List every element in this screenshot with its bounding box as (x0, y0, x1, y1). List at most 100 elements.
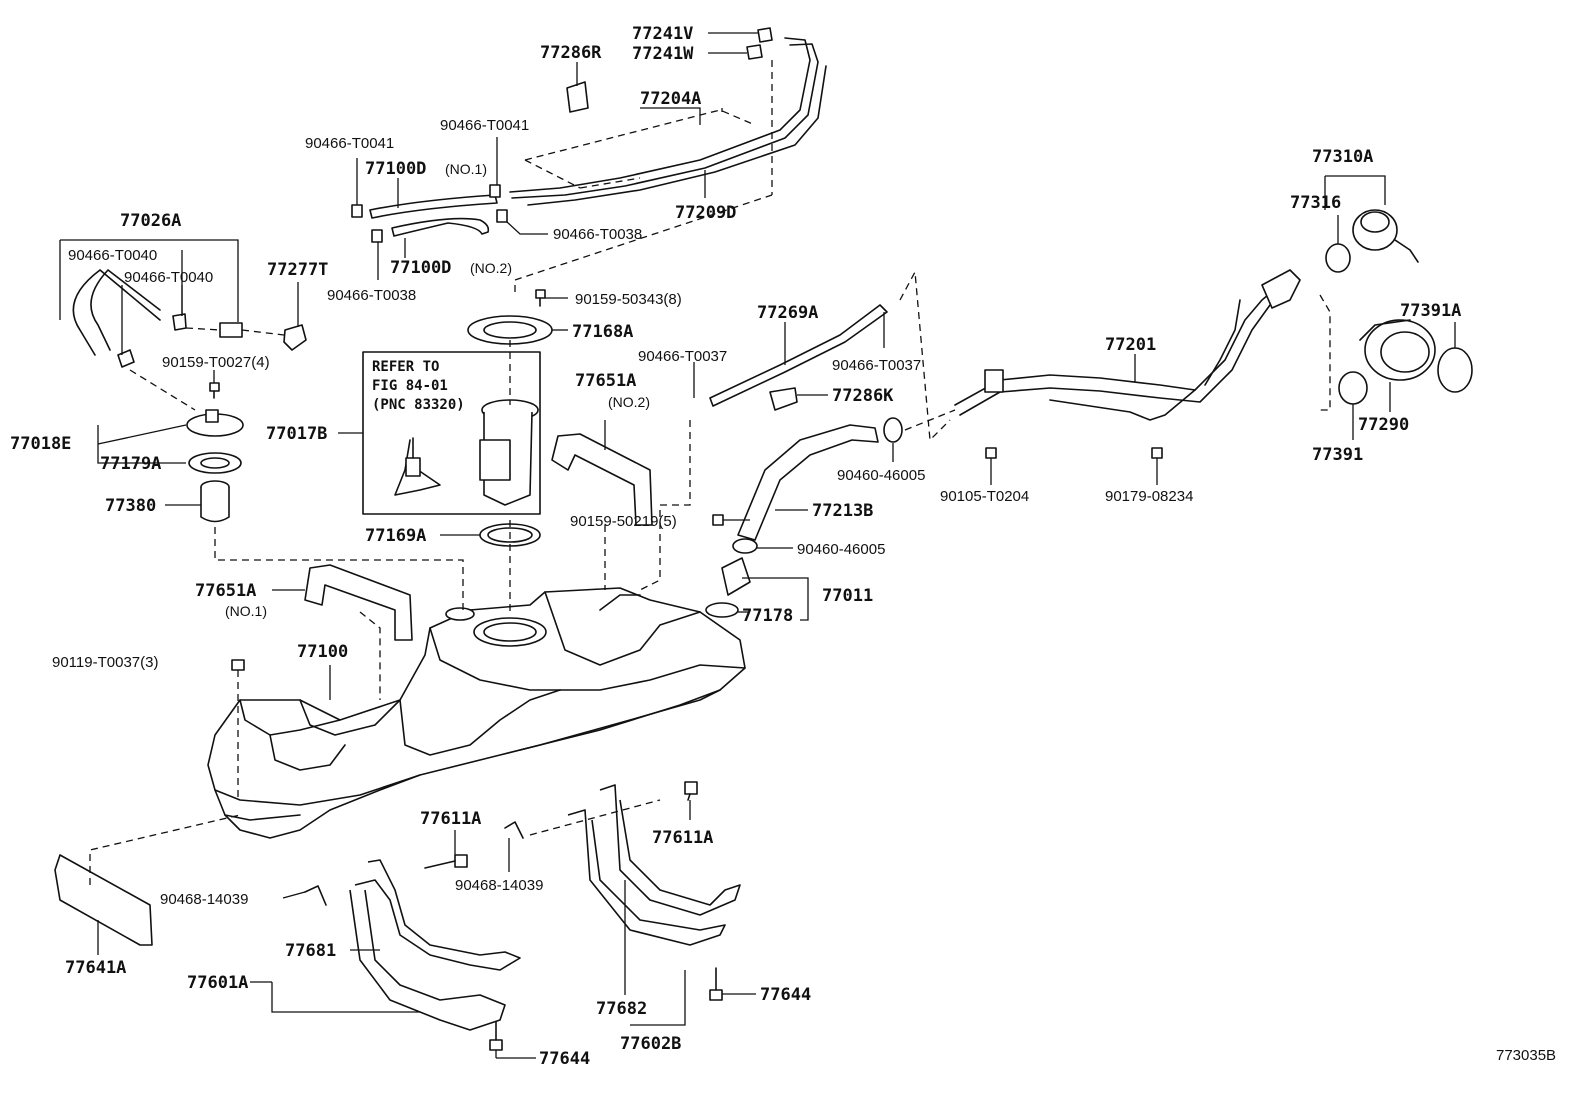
label-90466-t0038-a: 90466-T0038 (553, 226, 642, 243)
label-77644-a: 77644 (539, 1049, 590, 1069)
label-90460-46005-a: 90460-46005 (837, 467, 925, 484)
label-77682: 77682 (596, 999, 647, 1019)
label-77651a-no1: 77651A (195, 581, 256, 601)
hose-77213b (737, 424, 879, 541)
clamp-90466-t0041-a (351, 204, 363, 218)
fuel-filter-77380 (200, 480, 230, 523)
label-90466-t0040-a: 90466-T0040 (68, 247, 157, 264)
hose-77100d-no1 (369, 194, 498, 219)
dash-filler (904, 409, 956, 431)
label-77391a: 77391A (1400, 301, 1461, 321)
nut-90179-08234 (1151, 447, 1163, 459)
label-77169a: 77169A (365, 526, 426, 546)
fuel-cap-77310a (1352, 209, 1419, 263)
filler-opening-77290 (1359, 319, 1436, 381)
refer-line-3: (PNC 83320) (372, 397, 465, 413)
label-77641a: 77641A (65, 958, 126, 978)
clamp-90466-t0040-b (172, 313, 187, 331)
label-77391: 77391 (1312, 445, 1363, 465)
label-77100d-no2: 77100D (390, 258, 451, 278)
bolt-77644-b (709, 967, 723, 1001)
dash-tube-box (524, 109, 756, 189)
label-77011: 77011 (822, 586, 873, 606)
label-90105-t0204: 90105-T0204 (940, 488, 1029, 505)
dash-protector (89, 814, 241, 885)
label-90466-t0041-a: 90466-T0041 (305, 135, 394, 152)
hose-77026a (72, 269, 161, 356)
label-77681: 77681 (285, 941, 336, 961)
label-90466-t0038-b: 90466-T0038 (327, 287, 416, 304)
dash-valve (185, 327, 221, 331)
refer-line-2: FIG 84-01 (372, 378, 448, 394)
note-band-no2: (NO.2) (608, 394, 650, 410)
gasket-77316 (1325, 243, 1351, 273)
clip-77241v (757, 27, 773, 43)
note-hose-no2: (NO.2) (470, 260, 512, 276)
tank-band-77602b (567, 809, 726, 946)
label-77290: 77290 (1358, 415, 1409, 435)
bolt-90159-t0027 (209, 382, 220, 399)
bolt-77611a-b (684, 781, 698, 801)
label-77601a: 77601A (187, 973, 248, 993)
label-90466-t0037-a: 90466-T0037 (638, 348, 727, 365)
tank-band-77601a (349, 889, 506, 1031)
label-77611a-b: 77611A (652, 828, 713, 848)
ring-77391a (1437, 347, 1473, 393)
clamp-90466-t0041-b (489, 184, 501, 198)
bolt-77611a-a (424, 854, 468, 869)
label-77018e: 77018E (10, 434, 71, 454)
clip-77286k (769, 387, 798, 411)
label-77026a: 77026A (120, 211, 181, 231)
label-77100d-no1: 77100D (365, 159, 426, 179)
pipe-77011 (721, 557, 751, 596)
nut-90105-t0204 (985, 447, 997, 459)
filler-pipe-77201 (954, 269, 1301, 421)
check-valve (219, 322, 243, 338)
hose-77269a (709, 304, 888, 407)
label-77168a: 77168A (572, 322, 633, 342)
label-77269a: 77269A (757, 303, 818, 323)
clamp-90466-t0038-b (496, 209, 508, 223)
refer-line-1: REFER TO (372, 359, 439, 375)
dash-vent (514, 194, 773, 292)
dash-valve2 (241, 329, 285, 336)
ring-77391 (1338, 371, 1368, 405)
fuel-pump-assembly (394, 399, 539, 506)
note-band-no1: (NO.1) (225, 603, 267, 619)
dash-bolt-b (529, 799, 661, 836)
valve-77277t (283, 324, 307, 351)
label-77204a: 77204A (640, 89, 701, 109)
hose-77100d-no2 (391, 217, 490, 237)
bolt-90159-50219 (712, 514, 724, 526)
label-90159-50219: 90159-50219(5) (570, 513, 677, 530)
tank-band-no1 (304, 564, 413, 641)
label-77380: 77380 (105, 496, 156, 516)
tank-band-no2 (551, 433, 653, 526)
label-77286r: 77286R (540, 43, 602, 63)
label-77209d: 77209D (675, 203, 736, 223)
label-90468-14039-b: 90468-14039 (455, 877, 543, 894)
bolt-77644-a (489, 1021, 503, 1051)
diagram-id: 773035B (1496, 1047, 1556, 1064)
clamp-90460-46005-b (732, 538, 758, 554)
label-77286k: 77286K (832, 386, 894, 406)
label-77178: 77178 (742, 606, 793, 626)
protector-77641a (54, 854, 153, 946)
note-hose-no1: (NO.1) (445, 161, 487, 177)
label-77316: 77316 (1290, 193, 1341, 213)
label-77241w: 77241W (632, 44, 694, 64)
tank-band-77681 (354, 859, 521, 971)
dash-evap-cover (129, 369, 196, 411)
label-77651a-no2: 77651A (575, 371, 636, 391)
label-90468-14039-a: 90468-14039 (160, 891, 248, 908)
fuel-tube-77209d (527, 65, 827, 206)
clip-90468-14039-b (504, 821, 524, 839)
label-90466-t0041-b: 90466-T0041 (440, 117, 529, 134)
gasket-77178 (705, 602, 739, 618)
clip-90468-14039-a (304, 885, 327, 906)
label-90119-t0037: 90119-T0037(3) (52, 654, 158, 671)
label-77213b: 77213B (812, 501, 873, 521)
label-77310a: 77310A (1312, 147, 1373, 167)
dash-breather-tank (639, 420, 691, 591)
